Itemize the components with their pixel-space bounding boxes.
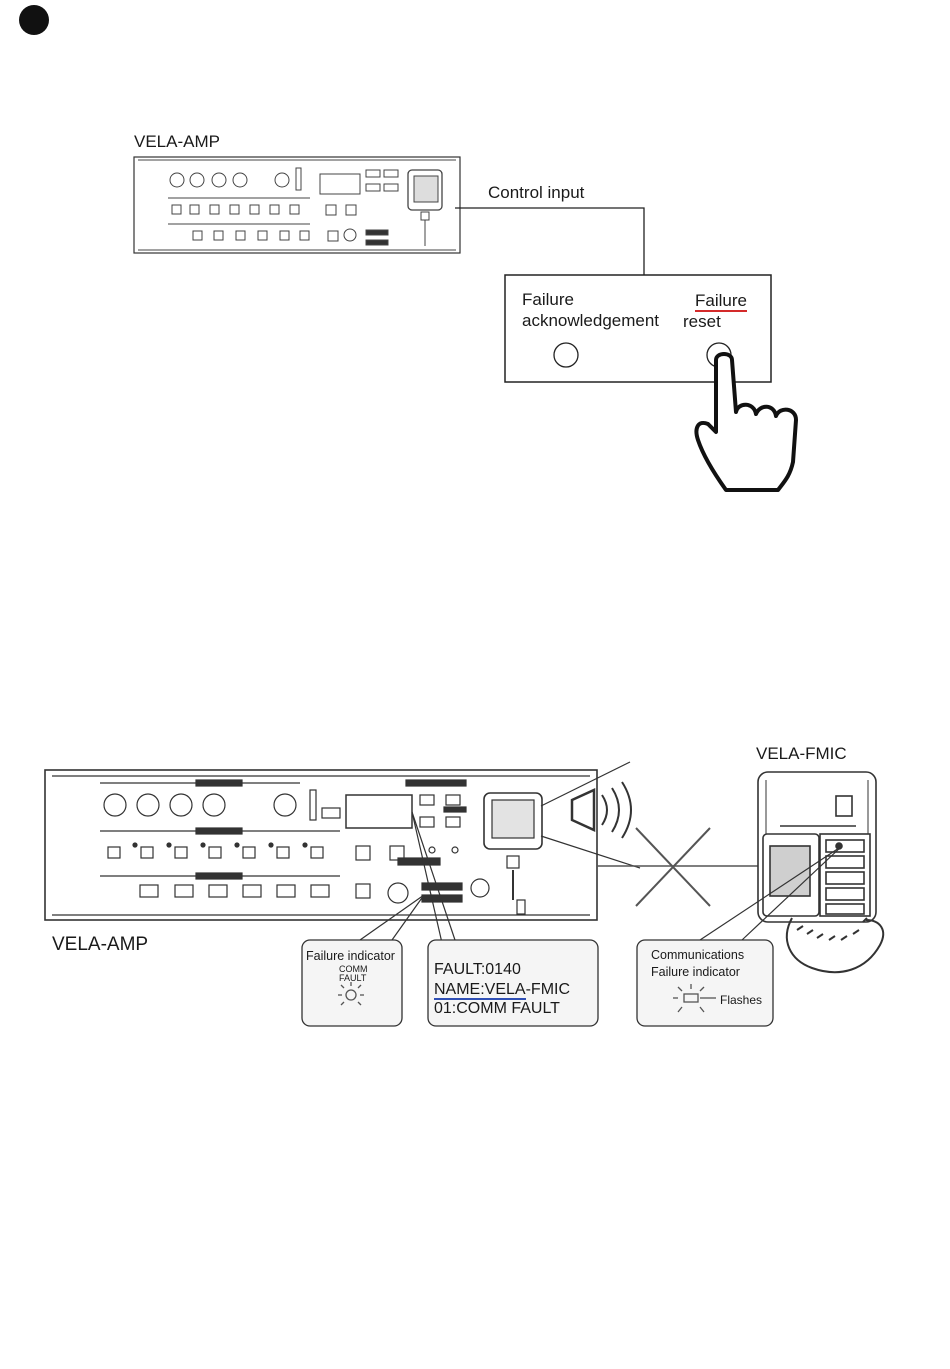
display-line-name: NAME:VELA-FMIC bbox=[434, 980, 570, 1000]
top-amp-panel bbox=[134, 157, 460, 253]
speaker-icon bbox=[572, 790, 594, 830]
bottom-amp-label: VELA-AMP bbox=[52, 934, 148, 956]
speaker-cone bbox=[541, 762, 640, 868]
display-line-comm-fault: 01:COMM FAULT bbox=[434, 999, 560, 1019]
control-input-wire bbox=[455, 208, 644, 275]
control-input-label: Control input bbox=[488, 183, 584, 203]
fmic-label: VELA-FMIC bbox=[756, 744, 847, 764]
failure-reset-label-line2: reset bbox=[683, 312, 721, 332]
flashes-label: Flashes bbox=[720, 993, 762, 1007]
section-bullet-icon bbox=[19, 5, 49, 35]
comm-indicator-line1: Communications bbox=[651, 948, 744, 962]
comm-indicator-line2: Failure indicator bbox=[651, 965, 740, 979]
fault-text: FAULT bbox=[339, 973, 366, 983]
failure-ack-label-line1: Failure bbox=[522, 290, 574, 310]
top-amp-label: VELA-AMP bbox=[134, 132, 220, 152]
failure-reset-label-line1: Failure bbox=[695, 291, 747, 311]
failure-ack-label-line2: acknowledgement bbox=[522, 311, 659, 331]
display-name-underlined: NAME:VELA bbox=[434, 981, 526, 1000]
display-line-fault-code: FAULT:0140 bbox=[434, 960, 521, 980]
broken-link bbox=[597, 828, 758, 906]
bottom-amp-panel bbox=[45, 770, 597, 920]
failure-indicator-title: Failure indicator bbox=[306, 949, 395, 963]
failure-reset-underlined-word: Failure bbox=[695, 291, 747, 312]
fmic-device bbox=[758, 772, 883, 972]
display-name-suffix: -FMIC bbox=[526, 981, 570, 998]
